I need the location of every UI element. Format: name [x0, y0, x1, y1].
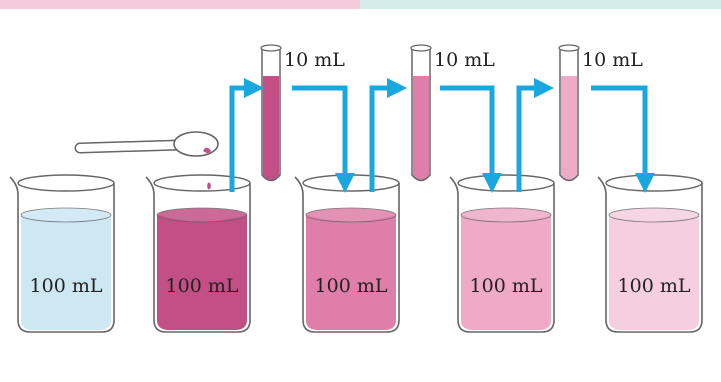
- beaker-rim: [153, 174, 251, 192]
- beaker-rim: [17, 174, 115, 192]
- transfer-arrow-2: [292, 85, 355, 193]
- beaker-2: 100 mL: [145, 174, 251, 333]
- transfer-arrow-1: [229, 78, 264, 192]
- beaker-3: 100 mL: [294, 174, 400, 333]
- liquid-surface: [460, 207, 552, 223]
- test-tube-volume-label: 10 mL: [434, 49, 495, 71]
- beaker-volume-label: 100 mL: [470, 275, 543, 297]
- beaker-glass: [9, 176, 115, 333]
- test-tube-volume-label: 10 mL: [582, 49, 643, 71]
- liquid-surface: [305, 207, 397, 223]
- test-tube-glass: [559, 48, 579, 182]
- transfer-arrow-5: [516, 78, 554, 192]
- spoon-icon: [74, 131, 219, 157]
- test-tube-3: 10 mL: [558, 44, 643, 182]
- test-tube-2: 10 mL: [410, 44, 495, 182]
- test-tube-volume-label: 10 mL: [284, 49, 345, 71]
- beaker-rim: [457, 174, 555, 192]
- beaker-liquid: [21, 215, 111, 330]
- beaker-1: 100 mL: [9, 174, 115, 333]
- test-tube-rim: [410, 44, 432, 52]
- test-tube-liquid: [561, 76, 577, 180]
- beaker-volume-label: 100 mL: [30, 275, 103, 297]
- beaker-glass: [597, 176, 703, 333]
- beaker-glass: [294, 176, 400, 333]
- beaker-volume-label: 100 mL: [166, 275, 239, 297]
- test-tube-rim: [558, 44, 580, 52]
- liquid-surface: [156, 207, 248, 223]
- test-tube-glass: [411, 48, 431, 182]
- beaker-rim: [605, 174, 703, 192]
- liquid-surface: [608, 207, 700, 223]
- test-tube-liquid: [413, 76, 429, 180]
- test-tube-rim: [260, 44, 282, 52]
- test-tube-glass: [261, 48, 281, 182]
- falling-drop: [207, 182, 211, 190]
- beaker-volume-label: 100 mL: [618, 275, 691, 297]
- beaker-liquid: [609, 215, 699, 330]
- beaker-volume-label: 100 mL: [315, 275, 388, 297]
- top-band-left: [0, 0, 360, 9]
- beaker-rim: [302, 174, 400, 192]
- beaker-4: 100 mL: [449, 174, 555, 333]
- transfer-arrow-3: [369, 78, 407, 192]
- test-tube-1: 10 mL: [260, 44, 345, 182]
- transfer-arrow-4: [440, 85, 502, 193]
- beaker-glass: [145, 176, 251, 333]
- top-band-right: [360, 0, 721, 9]
- beaker-liquid: [157, 215, 247, 330]
- beaker-glass: [449, 176, 555, 333]
- transfer-arrow-6: [591, 85, 655, 193]
- beaker-5: 100 mL: [597, 174, 703, 333]
- beaker-liquid: [306, 215, 396, 330]
- test-tube-liquid: [263, 76, 279, 180]
- beaker-liquid: [461, 215, 551, 330]
- liquid-surface: [20, 207, 112, 223]
